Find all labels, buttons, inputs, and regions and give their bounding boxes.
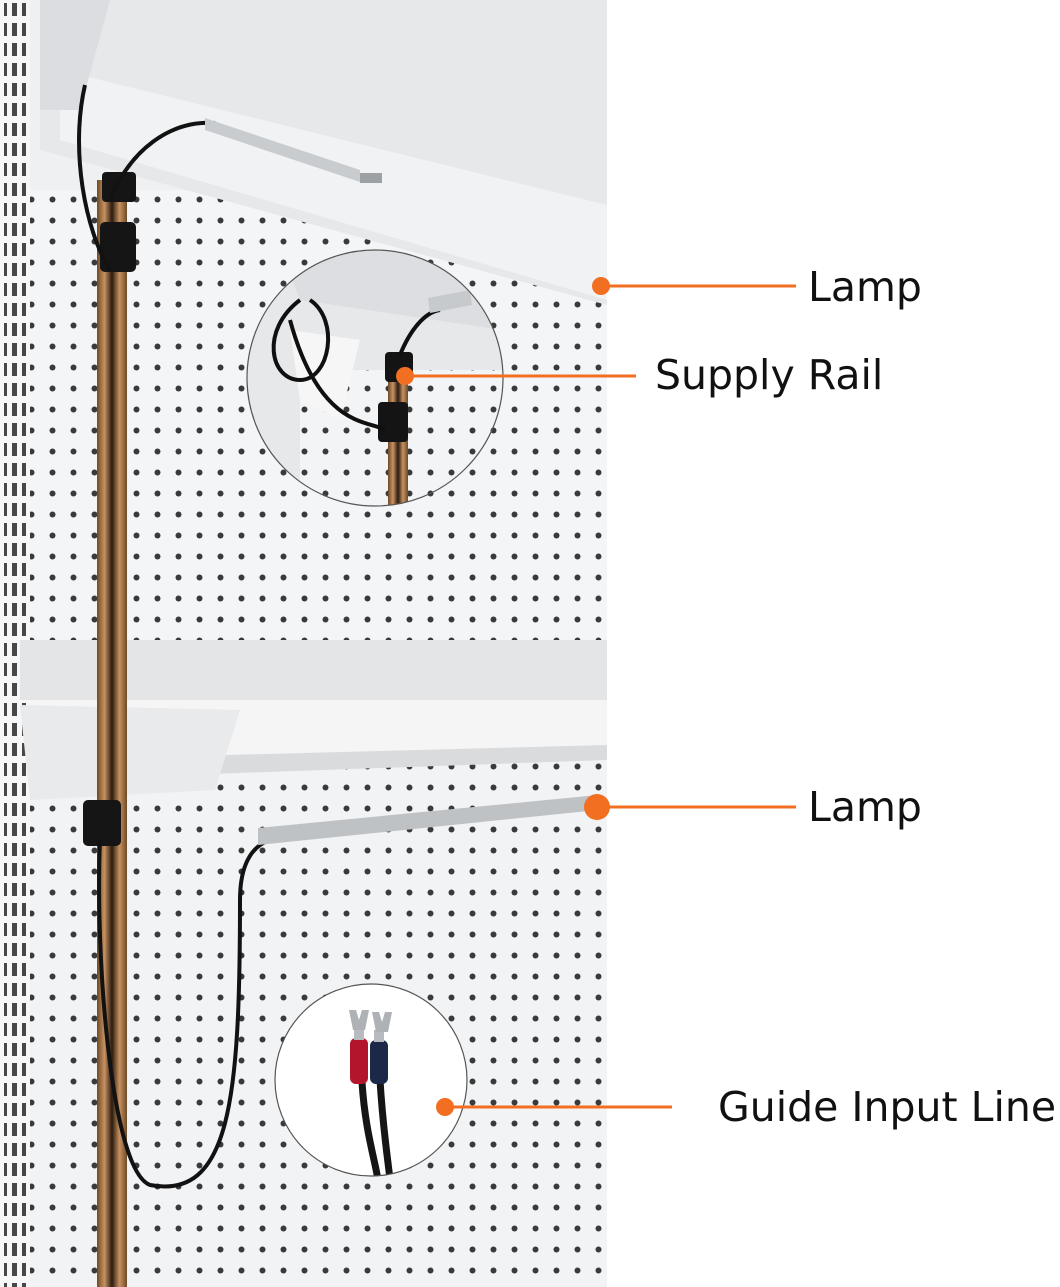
lower-lamp-bar [258, 795, 598, 845]
guide-input-line-detail [274, 983, 468, 1177]
callout-lamp-top-label: Lamp [808, 263, 922, 311]
callout-supply-rail-label: Supply Rail [655, 351, 884, 399]
supply-rail [97, 180, 127, 1287]
callout-guide-input-label: Guide Input Line [718, 1083, 1057, 1131]
spade-terminal-icon [349, 1010, 394, 1176]
supply-rail-detail [246, 249, 504, 507]
callout-supply-rail-pointer [396, 367, 636, 385]
callout-lamp-bottom-pointer [584, 794, 796, 820]
upper-lamp-bar [205, 118, 382, 183]
callout-lamp-bottom-label: Lamp [808, 783, 922, 831]
callout-guide-input-pointer [436, 1098, 672, 1116]
callout-lamp-top-pointer [592, 277, 796, 295]
